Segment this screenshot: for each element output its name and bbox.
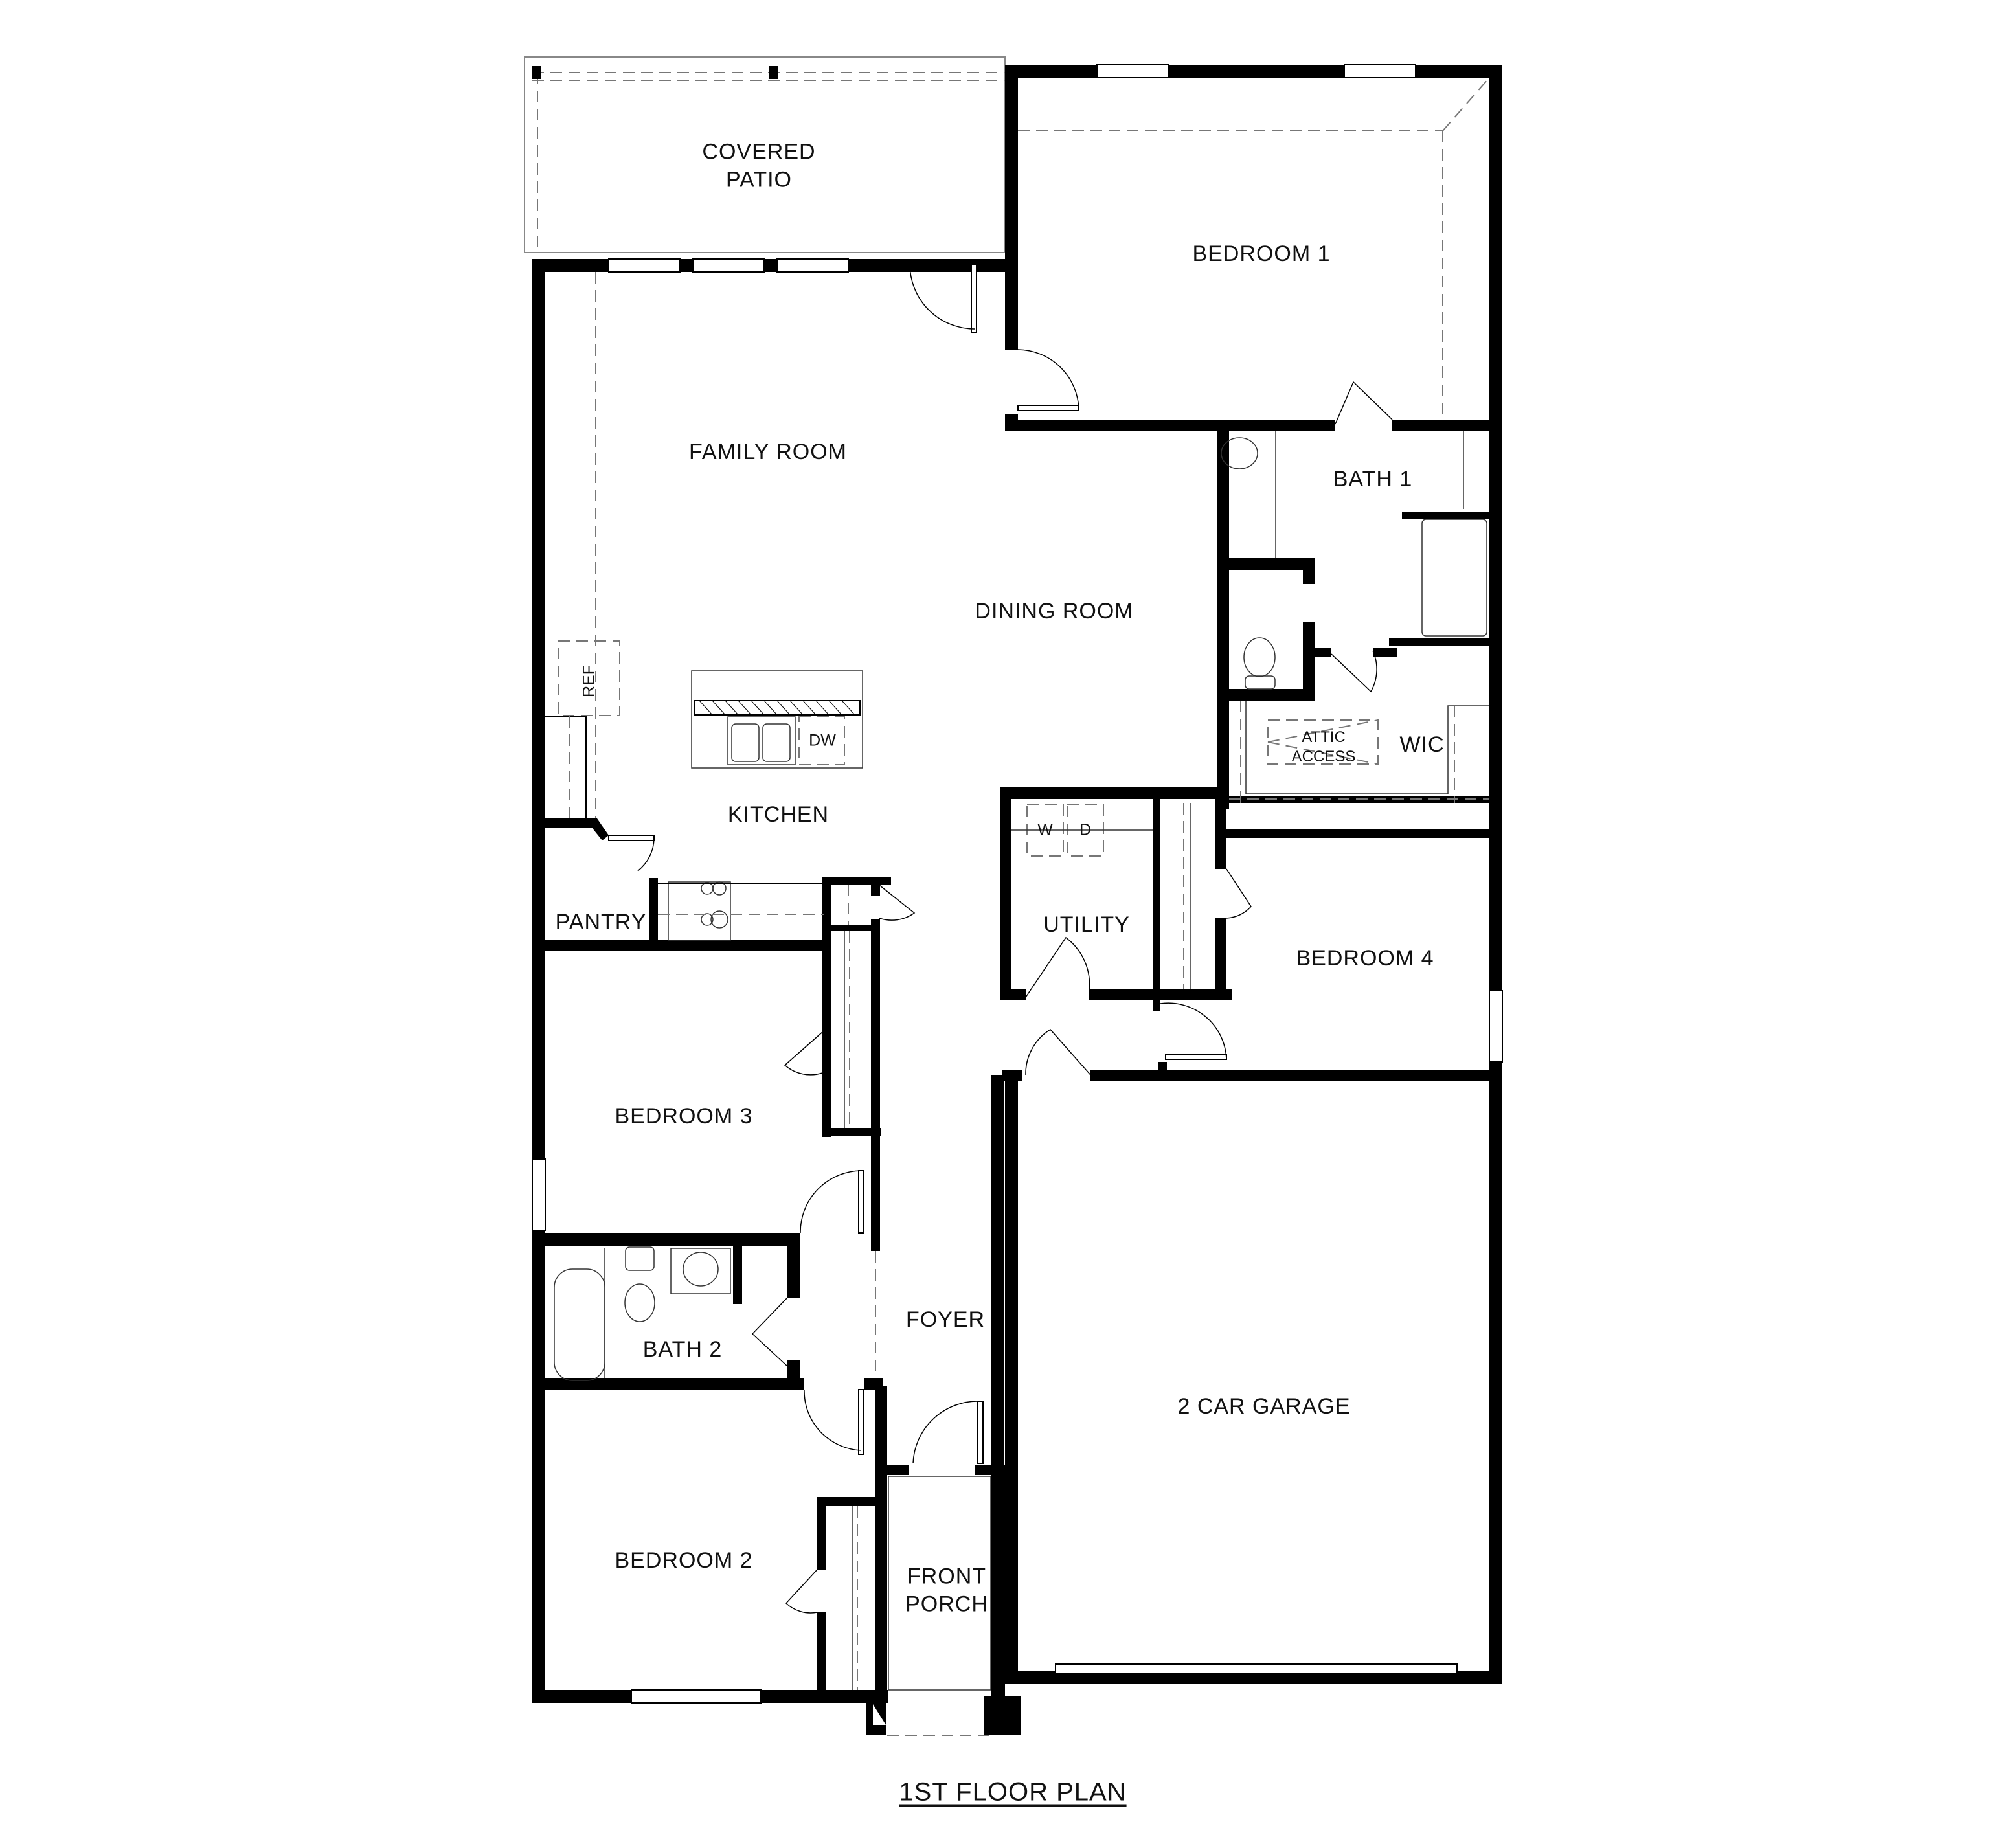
fixtures	[545, 77, 1490, 1736]
fixture-label-dishwasher: DW	[809, 731, 836, 750]
room-label-bath-2: BATH 2	[642, 1336, 723, 1362]
room-label-wic: WIC	[1399, 732, 1445, 757]
doors	[608, 264, 1393, 1614]
room-label-kitchen: KITCHEN	[727, 802, 830, 827]
room-label-bedroom-2: BEDROOM 2	[615, 1548, 753, 1573]
fixture-label-dryer: D	[1079, 820, 1092, 839]
room-label-attic-access: ATTIC ACCESS	[1291, 728, 1356, 765]
room-label-pantry: PANTRY	[555, 909, 647, 934]
room-label-bath-1: BATH 1	[1333, 466, 1413, 491]
floor-plan-title: 1ST FLOOR PLAN	[899, 1777, 1127, 1807]
interior-walls	[545, 414, 1502, 1735]
fixture-label-washer: W	[1037, 820, 1053, 839]
room-label-family-room: FAMILY ROOM	[688, 439, 848, 464]
room-label-bedroom-1: BEDROOM 1	[1192, 241, 1331, 266]
windows	[532, 64, 1503, 1704]
room-label-front-porch: FRONT PORCH	[905, 1564, 988, 1617]
fixture-label-refrigerator: REF	[580, 665, 598, 697]
room-label-2-car-garage: 2 CAR GARAGE	[1177, 1393, 1351, 1419]
room-label-dining-room: DINING ROOM	[975, 598, 1134, 624]
room-label-foyer: FOYER	[905, 1307, 986, 1332]
room-label-covered-patio: COVERED PATIO	[702, 139, 816, 192]
room-label-bedroom-3: BEDROOM 3	[615, 1103, 753, 1129]
room-label-utility: UTILITY	[1043, 912, 1130, 937]
room-label-bedroom-4: BEDROOM 4	[1296, 945, 1434, 971]
